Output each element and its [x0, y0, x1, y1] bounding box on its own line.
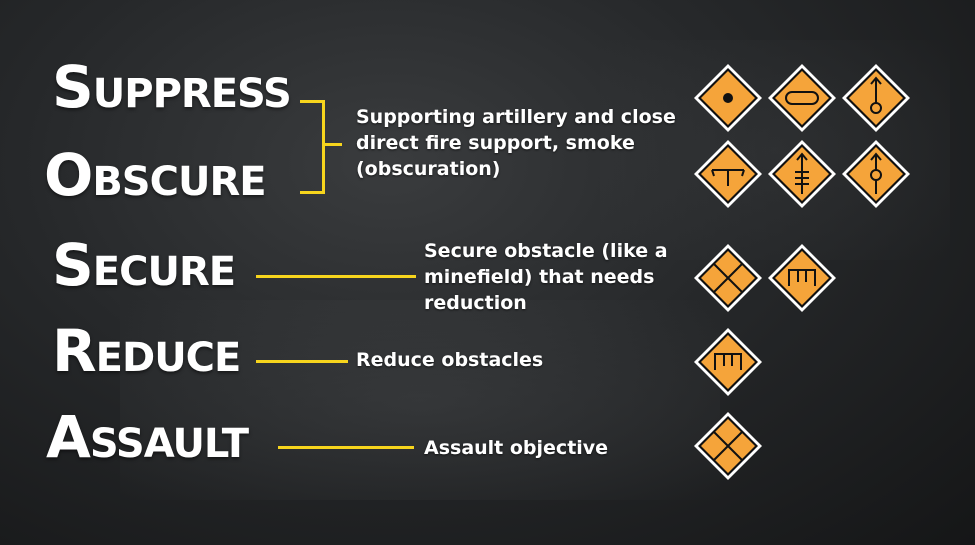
word-rest: BSCURE: [92, 159, 266, 205]
word-initial: S: [52, 53, 94, 121]
connector-line-reduce: [256, 360, 348, 363]
arrow-comb-symbol-icon: [768, 140, 836, 208]
bracket-middle-tick: [322, 143, 342, 146]
t-junction-symbol-icon: [694, 140, 762, 208]
word-obscure: OBSCURE: [44, 146, 267, 205]
background-blur: [600, 40, 950, 260]
connector-line-assault: [278, 446, 414, 449]
word-rest: SSAULT: [89, 421, 249, 467]
word-assault: ASSAULT: [46, 408, 249, 467]
word-rest: EDUCE: [95, 335, 242, 381]
word-initial: S: [52, 231, 94, 299]
background-blur: [120, 300, 720, 500]
word-initial: O: [44, 141, 93, 209]
description-assault: Assault objective: [424, 437, 609, 459]
word-rest: ECURE: [92, 249, 236, 295]
quartered-diamond-symbol-icon: [694, 244, 762, 312]
comb-box-symbol-icon: [768, 244, 836, 312]
word-reduce: REDUCE: [52, 322, 242, 381]
capsule-symbol-icon: [768, 64, 836, 132]
arrow-circle-symbol-icon: [842, 64, 910, 132]
word-secure: SECURE: [52, 236, 236, 295]
word-initial: A: [46, 403, 91, 471]
word-rest: UPPRESS: [92, 71, 292, 117]
connector-bracket: [300, 100, 325, 194]
word-initial: R: [52, 317, 97, 385]
description-suppress-obscure: Supporting artillery and close direct fi…: [356, 106, 676, 180]
word-suppress: SUPPRESS: [52, 58, 292, 117]
connector-line-secure: [256, 275, 416, 278]
description-reduce: Reduce obstacles: [356, 349, 544, 371]
dot-symbol-icon: [694, 64, 762, 132]
quartered-diamond-symbol-icon: [694, 412, 762, 480]
description-secure: Secure obstacle (like a minefield) that …: [424, 240, 668, 314]
comb-box-symbol-icon: [694, 328, 762, 396]
arrow-circle-stem-symbol-icon: [842, 140, 910, 208]
